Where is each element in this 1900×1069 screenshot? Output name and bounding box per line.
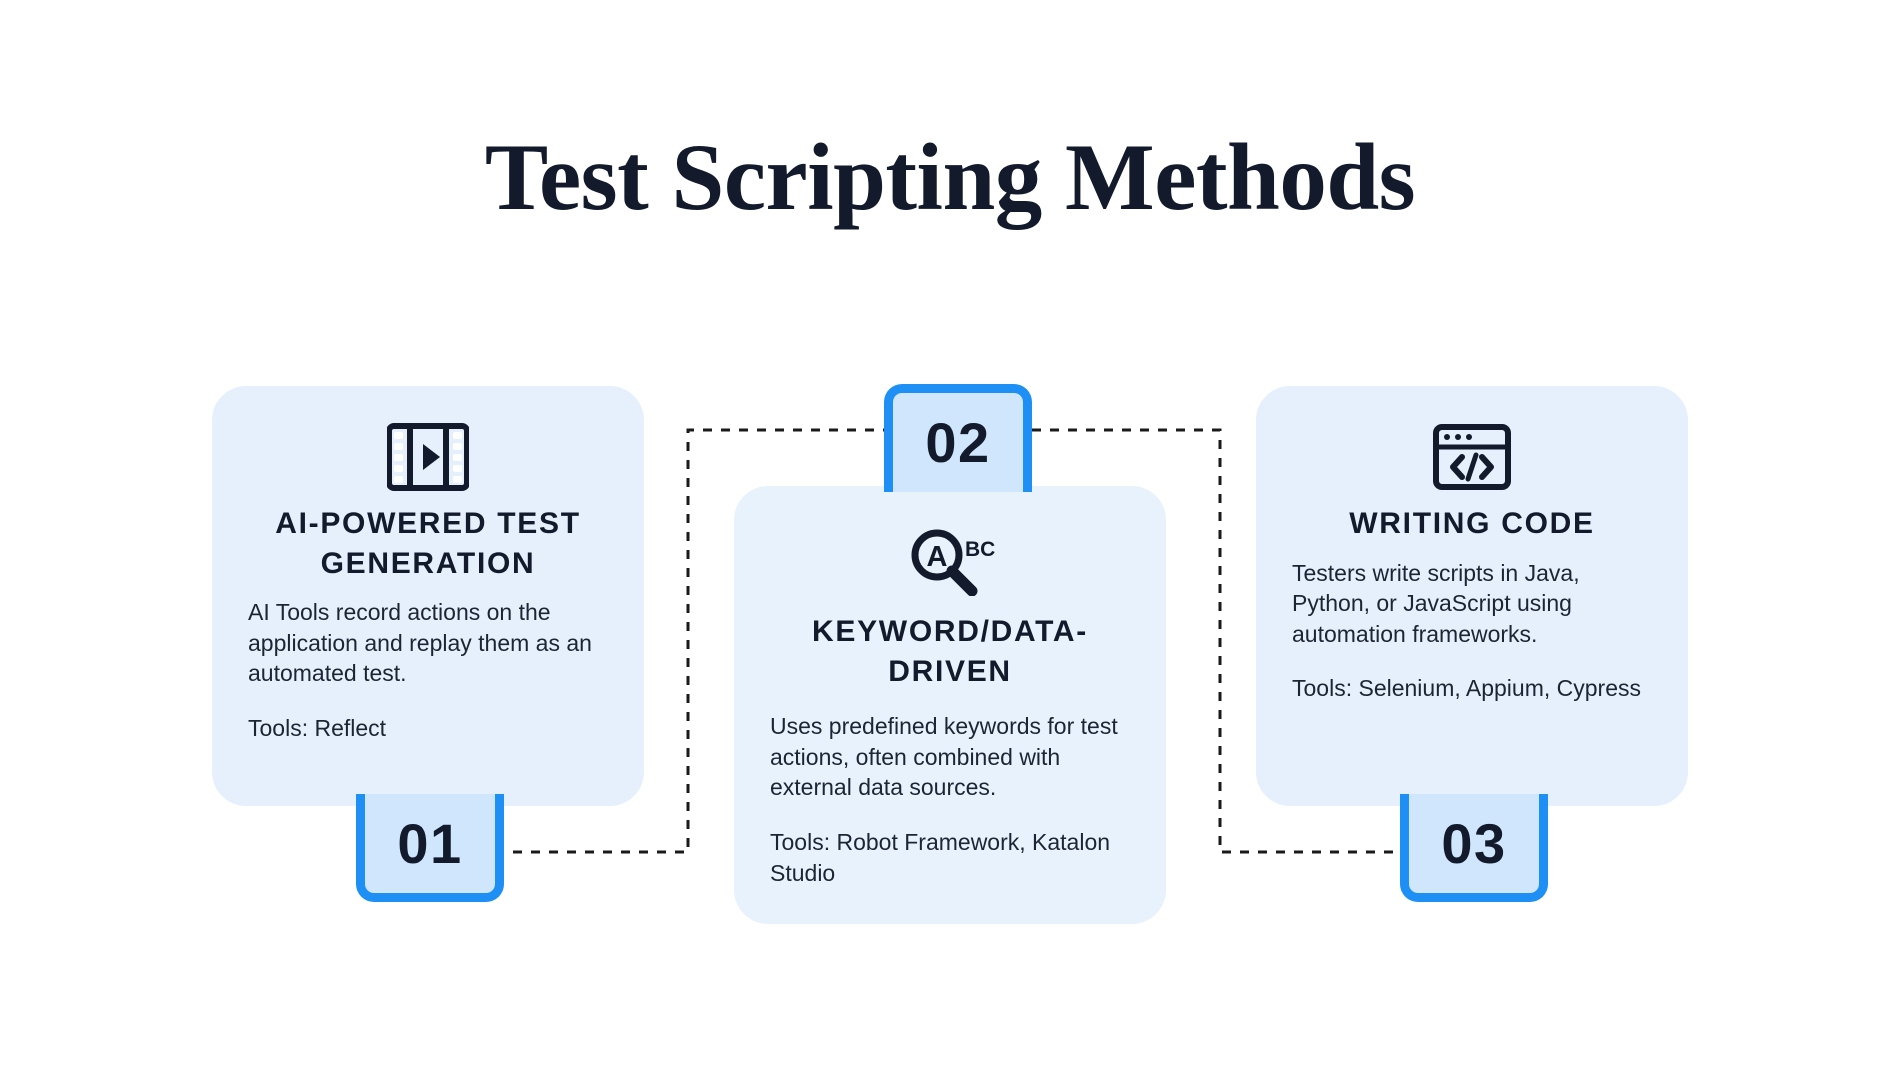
card-tools: Tools: Robot Framework, Katalon Studio (770, 828, 1111, 886)
card-title: KEYWORD/DATA-DRIVEN (812, 615, 1088, 688)
card-tools: Tools: Reflect (248, 714, 387, 741)
card-body: AI Tools record actions on the applicati… (248, 599, 592, 687)
card-writing-code[interactable]: WRITING CODE Testers write scripts in Ja… (1256, 386, 1688, 806)
card-tools: Tools: Selenium, Appium, Cypress (1292, 675, 1641, 702)
card-title: WRITING CODE (1349, 507, 1595, 540)
card-keyword-data-driven[interactable]: A BC KEYWORD/DATA-DRIVEN Uses predefined… (734, 486, 1166, 924)
card-body: Testers write scripts in Java, Python, o… (1292, 559, 1580, 647)
step-badge-03: 03 (1400, 794, 1548, 902)
card-ai-powered-test-generation[interactable]: AI-POWERED TEST GENERATION AI Tools reco… (212, 386, 644, 806)
card-title: AI-POWERED TEST GENERATION (275, 507, 581, 580)
card-body: Uses predefined keywords for test action… (770, 713, 1118, 801)
page-title: Test Scripting Methods (484, 124, 1416, 230)
svg-text:BC: BC (965, 538, 995, 561)
svg-text:A: A (927, 541, 948, 573)
browser-code-icon (1292, 420, 1652, 494)
step-badge-02: 02 (884, 384, 1032, 492)
film-strip-play-icon (248, 420, 608, 494)
magnifier-abc-icon: A BC (770, 524, 1130, 598)
step-badge-01: 01 (356, 794, 504, 902)
